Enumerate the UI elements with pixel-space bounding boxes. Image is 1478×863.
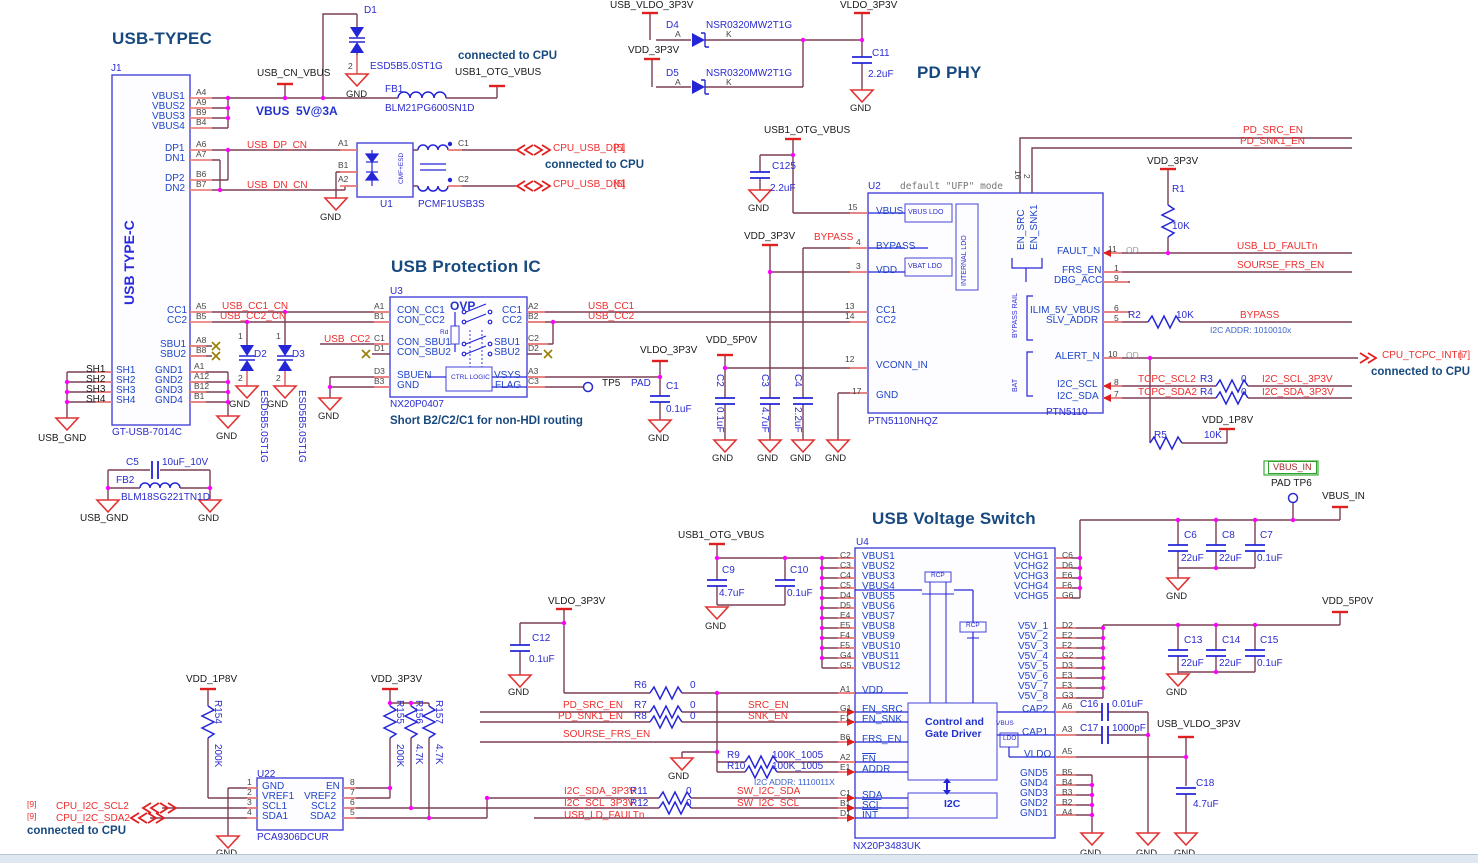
cap-c17 bbox=[1101, 725, 1109, 745]
cap-c125 bbox=[749, 171, 771, 179]
cap-c14 bbox=[1205, 649, 1227, 657]
cap-c11 bbox=[851, 56, 873, 64]
power-ticks bbox=[198, 11, 1350, 739]
symbol-details bbox=[139, 91, 1055, 819]
cap-c9 bbox=[706, 579, 728, 587]
cap-c4 bbox=[792, 397, 814, 405]
res-r6 bbox=[649, 686, 683, 700]
cap-c7 bbox=[1244, 544, 1266, 552]
pin-stubs bbox=[96, 55, 1128, 819]
diode-d1 bbox=[348, 26, 366, 54]
res-r10 bbox=[744, 765, 778, 779]
cap-c2 bbox=[714, 397, 736, 405]
ic-u2-box bbox=[867, 192, 1104, 414]
bottom-scrollbar[interactable] bbox=[0, 854, 1478, 863]
res-r156 bbox=[405, 706, 417, 738]
cap-c1 bbox=[649, 395, 671, 403]
ic-u1-box bbox=[356, 142, 414, 198]
cap-c12 bbox=[509, 644, 531, 652]
res-r12 bbox=[658, 801, 692, 815]
res-r4 bbox=[1215, 391, 1249, 405]
junction-dots bbox=[64, 37, 1296, 821]
components bbox=[151, 26, 1299, 815]
diode-d3 bbox=[276, 344, 294, 372]
res-r5 bbox=[1149, 436, 1183, 450]
res-r3 bbox=[1215, 379, 1249, 393]
wires bbox=[66, 13, 1358, 836]
cap-c15 bbox=[1244, 649, 1266, 657]
res-r155 bbox=[384, 706, 396, 738]
cap-c3 bbox=[759, 397, 781, 405]
cap-c13 bbox=[1167, 649, 1189, 657]
res-r1 bbox=[1162, 205, 1174, 237]
testpoint-tp6 bbox=[1287, 492, 1299, 504]
res-r8 bbox=[649, 715, 683, 729]
diode-d2 bbox=[238, 344, 256, 372]
res-r154 bbox=[202, 706, 214, 738]
testpoint-tp5 bbox=[582, 381, 594, 393]
res-r2 bbox=[1147, 315, 1181, 329]
ic-u3-box bbox=[389, 296, 528, 398]
cap-c6 bbox=[1167, 544, 1189, 552]
res-r157 bbox=[423, 706, 435, 738]
ic-outlines bbox=[111, 74, 1104, 839]
connector-j1-box bbox=[111, 74, 191, 426]
cap-c5 bbox=[151, 460, 159, 480]
ic-u22-box bbox=[256, 777, 344, 831]
cap-c8 bbox=[1205, 544, 1227, 552]
cap-c18 bbox=[1175, 787, 1197, 795]
cap-c16 bbox=[1101, 702, 1109, 722]
cap-c10 bbox=[774, 579, 796, 587]
